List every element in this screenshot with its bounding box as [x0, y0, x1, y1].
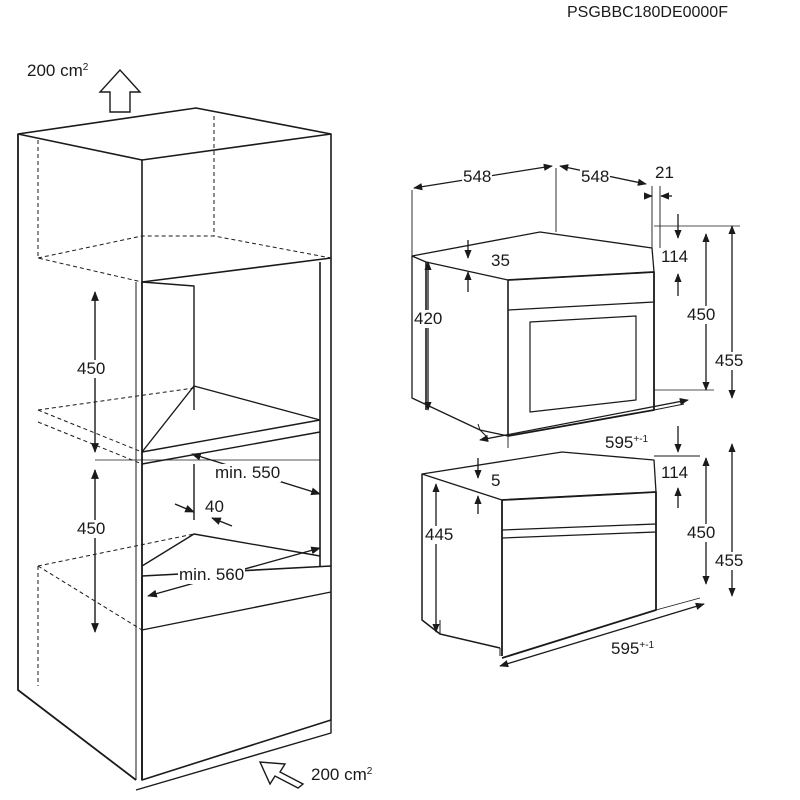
top-offset-label: 114 — [660, 247, 690, 266]
cabinet-drawing — [17, 107, 332, 791]
bottom-front-width-tolerance: +-1 — [639, 640, 655, 651]
bottom-inset-label: 5 — [490, 471, 502, 490]
airflow-bottom-label: 200 cm2 — [310, 766, 373, 784]
airflow-top-label: 200 cm2 — [26, 62, 89, 80]
top-front-width-label: 595+-1 — [604, 433, 650, 452]
cabinet-upper-height-label: 450 — [76, 359, 107, 378]
airflow-top-exponent: 2 — [82, 62, 89, 73]
airflow-top-value: 200 cm — [27, 61, 83, 80]
bottom-front-height-label: 450 — [686, 523, 717, 542]
top-body-height-label: 420 — [413, 309, 444, 328]
bottom-offset-label: 114 — [660, 463, 690, 482]
cabinet-gap-label: 40 — [204, 497, 225, 516]
airflow-top-arrow — [98, 68, 142, 113]
cabinet-lower-height-label: 450 — [76, 519, 107, 538]
top-total-height-label: 455 — [714, 351, 745, 370]
bottom-body-height-label: 445 — [424, 525, 455, 544]
bottom-appliance-dimension-lines — [432, 426, 736, 668]
top-appliance-drawing — [411, 168, 685, 448]
top-front-width-tolerance: +-1 — [633, 434, 649, 445]
bottom-total-height-label: 455 — [714, 551, 745, 570]
top-front-width-value: 595 — [605, 433, 634, 452]
airflow-bottom-exponent: 2 — [366, 766, 373, 777]
top-panel-label: 21 — [654, 163, 675, 182]
top-width-right-label: 548 — [580, 167, 611, 186]
top-appliance-dimension-lines — [413, 163, 740, 443]
top-width-left-label: 548 — [462, 167, 493, 186]
top-front-height-label: 450 — [686, 305, 717, 324]
top-inset-label: 35 — [490, 251, 511, 270]
bottom-front-width-label: 595+-1 — [610, 639, 656, 658]
airflow-bottom-value: 200 cm — [311, 765, 367, 784]
bottom-front-width-value: 595 — [611, 639, 640, 658]
document-code: PSGBBC180DE0000F — [567, 4, 728, 21]
airflow-bottom-arrow — [258, 761, 305, 789]
cabinet-width-label: min. 560 — [178, 565, 246, 584]
cabinet-depth-label: min. 550 — [214, 463, 282, 482]
bottom-appliance-drawing — [421, 451, 701, 659]
